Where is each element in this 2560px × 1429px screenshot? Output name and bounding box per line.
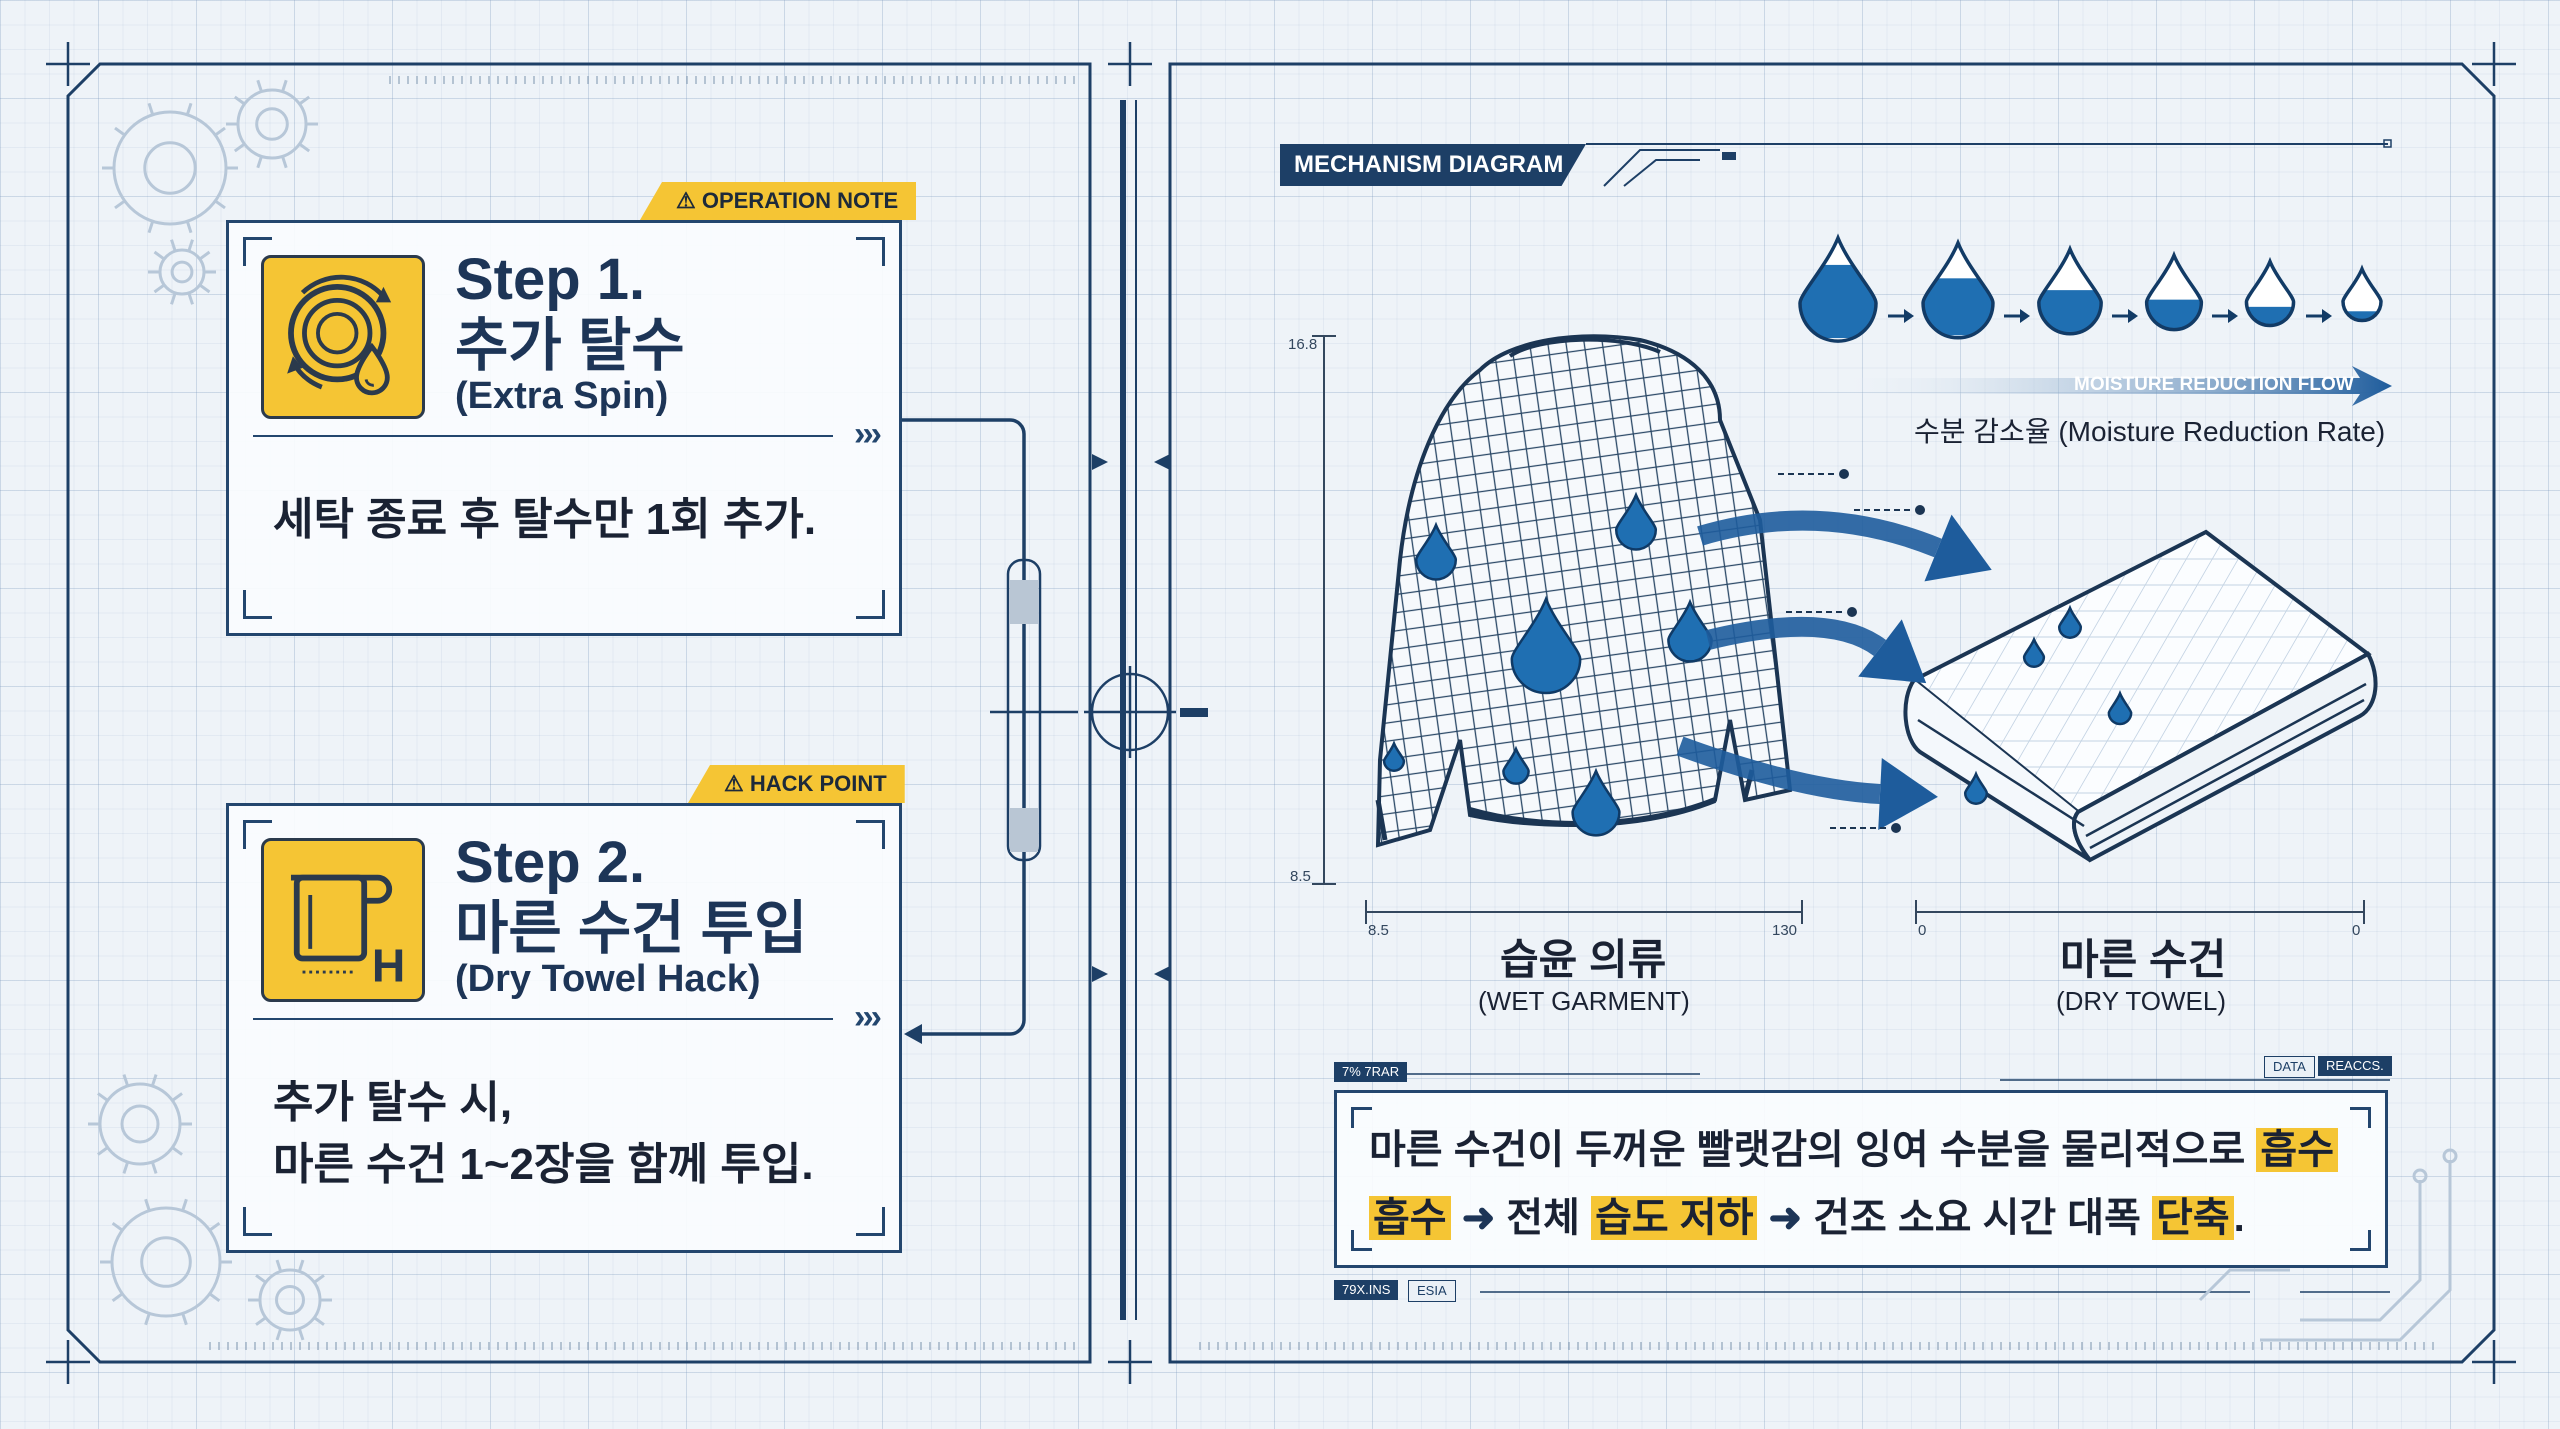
scale-mark: 130: [1772, 922, 1798, 939]
step2-description: 추가 탈수 시, 마른 수건 1~2장을 함께 투입.: [273, 1078, 814, 1189]
gear-icon: [88, 1074, 192, 1174]
towel-h-icon: H: [261, 838, 425, 1002]
water-droplet-icon: [2107, 690, 2133, 726]
wet-garment-label-en: (WET GARMENT): [1478, 986, 1690, 1016]
crosshair-mark: [46, 42, 90, 86]
crosshair-mark: [2472, 1340, 2516, 1384]
scale-mark: 0: [2352, 922, 2361, 939]
svg-text:H: H: [372, 940, 405, 992]
summary-line-2: 흡수 ➜ 전체 습도 저하 ➜ 건조 소요 시간 대폭 단축.: [1369, 1185, 2245, 1243]
highlight-absorb: 흡수: [2256, 1128, 2339, 1172]
hack-point-label: HACK POINT: [749, 771, 887, 796]
moisture-flow-arrow: [1800, 366, 2392, 406]
left-frame: [66, 62, 1092, 1364]
transfer-arrow: [1697, 510, 1992, 582]
dry-towel-label-en: (DRY TOWEL): [2056, 986, 2227, 1016]
highlight-shorten: 단축: [2152, 1196, 2234, 1240]
warning-icon: ⚠: [676, 188, 702, 213]
footer-tag-2: ESIA: [1408, 1280, 1456, 1302]
water-droplet-icon: [1798, 233, 1878, 343]
circuit-trace: [2198, 1148, 2458, 1342]
water-droplet-icon: [1571, 767, 1621, 837]
crosshair-mark: [46, 1340, 90, 1384]
scale-mark: 16.8: [1288, 336, 1318, 353]
towel-scale: [1915, 900, 2365, 924]
water-droplet-icon: [2244, 256, 2296, 328]
mechanism-diagram-banner: MECHANISM DIAGRAM: [1280, 144, 1586, 186]
water-droplet-icon: [1921, 238, 1995, 340]
arrow-right-icon: ➜: [1768, 1196, 1803, 1240]
vertical-scale: [1312, 335, 1336, 885]
chevron-right-icon: ›››: [854, 415, 882, 453]
warning-icon: ⚠: [724, 771, 750, 796]
crosshair-mark: [1108, 42, 1152, 86]
highlight-humidity: 습도 저하: [1591, 1196, 1758, 1240]
scale-mark: 0: [1918, 922, 1927, 939]
crosshair-mark: [1108, 1340, 1152, 1384]
water-droplet-icon: [2022, 636, 2046, 668]
folded-towel-icon: [1903, 529, 2378, 863]
gear-icon: [148, 239, 216, 305]
arrow-left-icon: [904, 1024, 922, 1044]
highlight-absorb: 흡수: [1369, 1196, 1451, 1240]
water-droplet-icon: [2341, 264, 2383, 323]
water-droplet-icon: [1382, 740, 1406, 772]
scale-mark: 8.5: [1290, 868, 1311, 885]
dry-towel-label: 마른 수건: [2060, 936, 2227, 983]
gear-icon: [248, 1259, 332, 1341]
summary-box: 마른 수건이 두꺼운 빨랫감의 잉여 수분을 물리적으로 흡수 흡수 ➜ 전체 …: [1334, 1090, 2388, 1268]
water-droplet-icon: [1614, 491, 1658, 551]
step2-subtitle: (Dry Towel Hack): [455, 958, 761, 1000]
footer-tag: 79X.INS: [1334, 1280, 1399, 1300]
transfer-arrow: [1705, 616, 1927, 684]
step2-title: Step 2. 마른 수건 투입: [455, 830, 808, 961]
water-droplet-icon: [2057, 604, 2083, 639]
water-droplet-icon: [1963, 770, 1989, 805]
center-divider: [1120, 100, 1126, 1320]
water-droplet-icon: [1414, 521, 1458, 581]
gear-icon: [102, 102, 238, 234]
gear-icon: [226, 79, 318, 169]
chevron-right-icon: ›››: [854, 998, 882, 1036]
summary-line-1: 마른 수건이 두꺼운 빨랫감의 잉여 수분을 물리적으로 흡수: [1369, 1117, 2339, 1175]
water-droplet-icon: [1510, 595, 1582, 695]
step1-subtitle: (Extra Spin): [455, 375, 669, 417]
right-frame: [1168, 62, 2496, 1364]
spin-drum-droplet-icon: [261, 255, 425, 419]
water-droplet-icon: [1502, 745, 1530, 785]
connector-line: [902, 418, 1026, 1036]
moisture-rate-label: 수분 감소율 (Moisture Reduction Rate): [1914, 416, 2386, 447]
garment-scale: [1365, 900, 1803, 924]
crosshair-mark: [2472, 42, 2516, 86]
gear-icon: [100, 1198, 232, 1326]
moisture-flow-label: MOISTURE REDUCTION FLOW: [2074, 374, 2354, 395]
transfer-arrow: [1676, 736, 1938, 830]
operation-note-tag: ⚠ OPERATION NOTE: [640, 182, 917, 220]
scale-mark: 8.5: [1368, 922, 1389, 939]
step1-title: Step 1. 추가 탈수: [455, 247, 685, 378]
step1-card: Step 1. 추가 탈수 (Extra Spin) ››› 세탁 종료 후 탈…: [226, 220, 902, 636]
water-droplet-icon: [2144, 250, 2204, 332]
step2-card: H Step 2. 마른 수건 투입 (Dry Towel Hack) ››› …: [226, 803, 902, 1253]
water-droplet-icon: [2037, 244, 2103, 336]
step1-description: 세탁 종료 후 탈수만 1회 추가.: [273, 495, 817, 544]
data-tag: DATA: [2264, 1056, 2315, 1078]
operation-note-label: OPERATION NOTE: [701, 188, 899, 213]
summary-tag: 7% 7RAR: [1334, 1062, 1408, 1082]
arrow-right-icon: ➜: [1461, 1196, 1496, 1240]
wet-garment-label: 습윤 의류: [1500, 936, 1667, 983]
data-tag-2: REACCS.: [2318, 1056, 2392, 1076]
hack-point-tag: ⚠ HACK POINT: [688, 765, 905, 803]
